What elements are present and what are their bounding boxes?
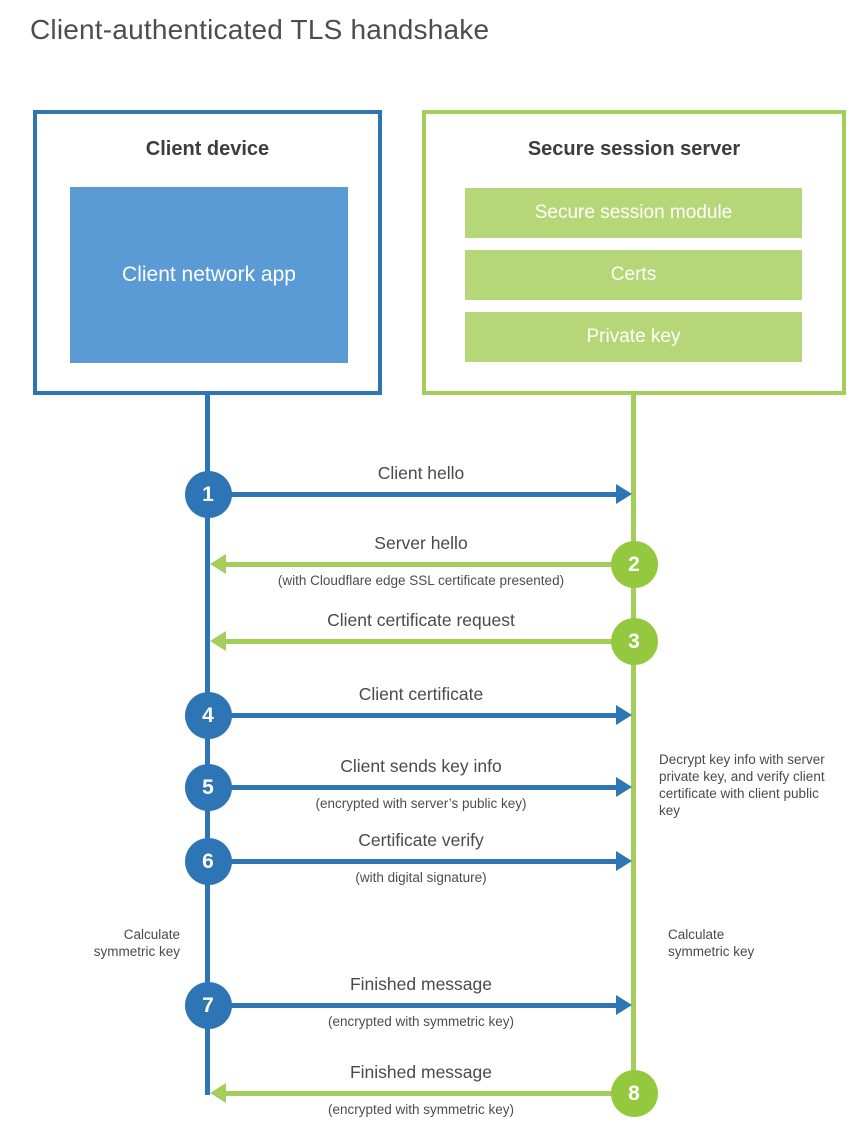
step-arrow-line-7 xyxy=(228,1002,616,1008)
step-sublabel-7: (encrypted with symmetric key) xyxy=(327,1014,515,1029)
step-label-8: Finished message xyxy=(349,1062,493,1082)
step-arrow-line-1 xyxy=(228,491,616,497)
step-sublabel-8: (encrypted with symmetric key) xyxy=(327,1102,515,1117)
left-arrow-icon xyxy=(210,1083,226,1103)
step-label-2: Server hello xyxy=(374,533,468,553)
step-circle-7: 7 xyxy=(184,981,232,1029)
server-bar-secure-session-module: Secure session module xyxy=(465,188,802,238)
right-arrow-icon xyxy=(616,995,632,1015)
right-arrow-icon xyxy=(616,851,632,871)
step-circle-2: 2 xyxy=(610,540,658,588)
step-arrow-line-5 xyxy=(228,784,616,790)
step-sublabel-6: (with digital signature) xyxy=(355,870,487,885)
step-label-6: Certificate verify xyxy=(358,830,484,850)
step-label-4: Client certificate xyxy=(358,684,484,704)
right-arrow-icon xyxy=(616,484,632,504)
secure-session-server-title: Secure session server xyxy=(527,138,741,160)
step-circle-3: 3 xyxy=(610,617,658,665)
page-title: Client-authenticated TLS handshake xyxy=(30,14,490,45)
client-device-title: Client device xyxy=(145,138,270,160)
step-label-1: Client hello xyxy=(377,463,465,483)
client-network-app-box: Client network app xyxy=(70,187,348,363)
step-arrow-line-2 xyxy=(226,561,614,567)
server-calculate-symmetric-key-note: Calculate symmetric key xyxy=(668,927,755,959)
step-arrow-line-6 xyxy=(228,858,616,864)
right-arrow-icon xyxy=(616,705,632,725)
server-lifeline xyxy=(631,393,636,1093)
step-circle-8: 8 xyxy=(610,1069,658,1117)
step-sublabel-5: (encrypted with server’s public key) xyxy=(315,796,527,811)
step-circle-5: 5 xyxy=(184,763,232,811)
decrypt-key-note: Decrypt key info with server private key… xyxy=(659,752,825,818)
right-arrow-icon xyxy=(616,777,632,797)
step-circle-6: 6 xyxy=(184,837,232,885)
client-network-app-label: Client network app xyxy=(122,263,296,287)
step-label-3: Client certificate request xyxy=(327,610,515,630)
server-bar-private-key: Private key xyxy=(465,312,802,362)
client-device-box: Client device Client network app xyxy=(33,110,382,395)
step-label-7: Finished message xyxy=(349,974,493,994)
step-circle-1: 1 xyxy=(184,470,232,518)
step-arrow-line-4 xyxy=(228,712,616,718)
step-sublabel-2: (with Cloudflare edge SSL certificate pr… xyxy=(277,573,565,588)
step-arrow-line-3 xyxy=(226,638,614,644)
step-circle-4: 4 xyxy=(184,691,232,739)
step-arrow-line-8 xyxy=(226,1090,614,1096)
step-label-5: Client sends key info xyxy=(340,756,502,776)
client-lifeline xyxy=(205,393,210,1095)
left-arrow-icon xyxy=(210,554,226,574)
secure-session-server-box: Secure session server Secure session mod… xyxy=(422,110,846,395)
server-bar-certs: Certs xyxy=(465,250,802,300)
client-calculate-symmetric-key-note: Calculate symmetric key xyxy=(93,927,180,959)
left-arrow-icon xyxy=(210,631,226,651)
